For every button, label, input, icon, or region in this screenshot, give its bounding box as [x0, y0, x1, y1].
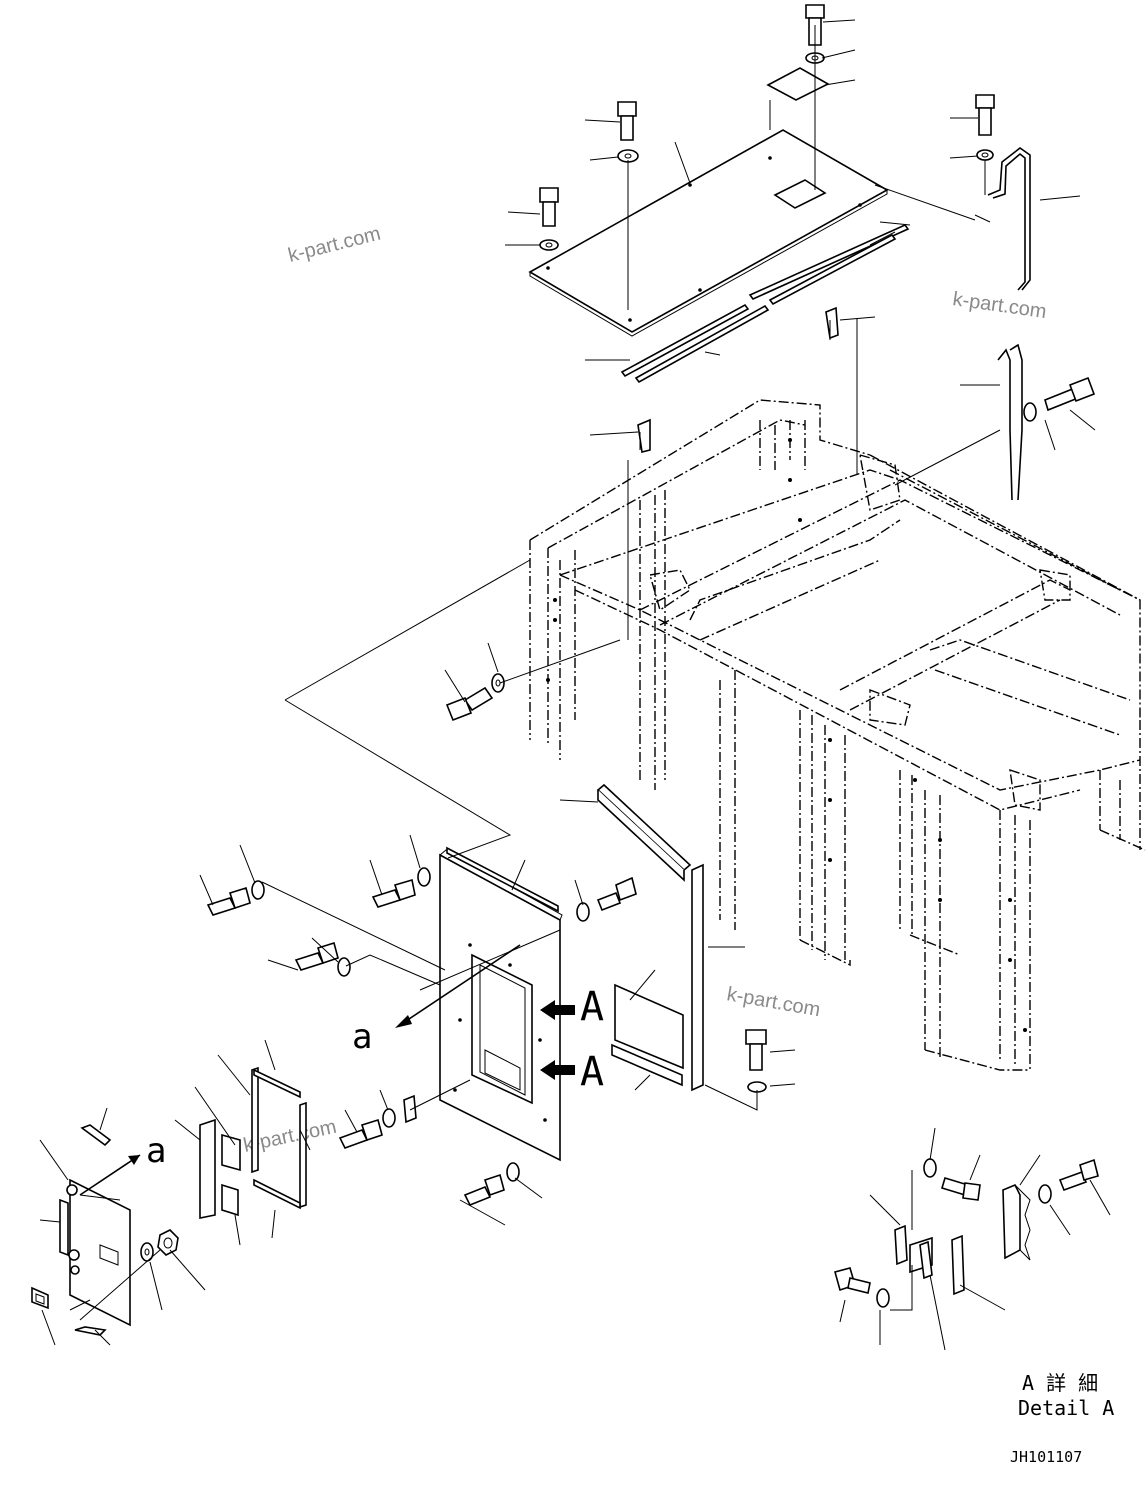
bolt — [617, 101, 637, 141]
grab-handle-lower — [997, 343, 1023, 501]
door-handle — [80, 1124, 112, 1147]
weather-strip-horizontal — [596, 783, 692, 882]
lock-cover — [31, 1286, 49, 1310]
grab-handle-upper — [987, 147, 1031, 291]
roof-bracket-left — [637, 418, 651, 453]
detail-title-jp: A 詳 細 — [1022, 1371, 1098, 1395]
bolt — [834, 1267, 871, 1294]
bolt — [975, 94, 995, 136]
roof-cover-plate — [528, 129, 889, 337]
washer — [337, 957, 351, 977]
washer — [976, 149, 994, 161]
watermark: k-part.com — [286, 223, 383, 267]
detail-title-en: Detail A — [1018, 1396, 1114, 1420]
washer — [539, 239, 559, 251]
callout-a-left: a — [79, 1131, 166, 1196]
washer — [251, 880, 265, 900]
leader-lines — [39, 19, 1111, 1351]
side-panel — [439, 849, 563, 1162]
callout-a-center: a — [352, 944, 521, 1057]
bolt — [941, 1177, 981, 1201]
cab-frame — [529, 399, 1146, 1071]
bolt — [371, 878, 416, 908]
bolt — [1058, 1158, 1099, 1192]
washer — [1038, 1184, 1052, 1204]
seal-strip-upper — [620, 224, 910, 378]
watermark: k-part.com — [951, 288, 1048, 323]
washer — [491, 673, 505, 693]
window-glass — [614, 983, 684, 1070]
bolt — [1044, 376, 1096, 412]
bolt — [206, 886, 251, 916]
washer — [1023, 402, 1037, 422]
detail-a-hinge-set — [894, 1183, 1031, 1296]
seal-strip-lower — [634, 233, 897, 384]
inner-door-panel — [59, 1178, 131, 1327]
bolt — [745, 1029, 767, 1071]
lever — [74, 1326, 107, 1336]
callout-label: a — [146, 1131, 166, 1171]
drawing-number: JH101107 — [1010, 1448, 1082, 1466]
weather-strip-vertical — [691, 863, 704, 1092]
bolt — [539, 187, 559, 227]
trim-strip — [199, 1118, 241, 1219]
bolt — [445, 686, 494, 722]
latch-clip — [403, 1094, 417, 1124]
bolt — [338, 1118, 383, 1149]
lower-sill-bracket — [611, 1043, 683, 1087]
washer — [417, 867, 431, 887]
view-arrow-lower: A — [540, 1049, 604, 1095]
view-label: A — [580, 984, 604, 1030]
watermark: k-part.com — [725, 983, 822, 1021]
view-label: A — [580, 1049, 604, 1095]
seal-frame-set — [251, 1066, 307, 1210]
washer — [923, 1158, 937, 1178]
washer — [382, 1108, 396, 1128]
seal-strip-top — [446, 846, 559, 913]
view-arrow-upper: A — [540, 984, 604, 1030]
washer — [876, 1288, 890, 1308]
washer — [506, 1162, 520, 1182]
access-cover-lid — [766, 67, 830, 101]
callout-label: a — [352, 1017, 372, 1057]
roof-bracket-right — [825, 306, 839, 340]
bolt — [596, 876, 637, 912]
washer — [576, 902, 590, 922]
nut — [157, 1229, 179, 1256]
bolt — [463, 1173, 505, 1207]
